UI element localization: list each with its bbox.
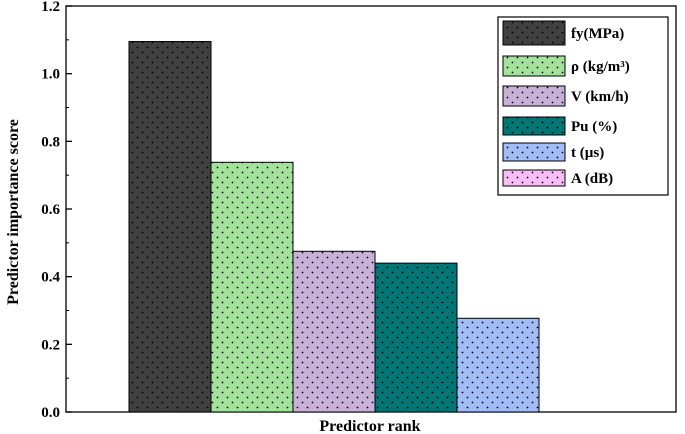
bar-3 — [292, 250, 376, 413]
y-tick-label: 0.0 — [41, 405, 60, 421]
legend-label-6: A (dB) — [571, 171, 613, 187]
legend-label-1: fy(MPa) — [571, 26, 624, 42]
bar-1 — [128, 41, 212, 413]
y-tick-label: 1.0 — [41, 67, 60, 83]
legend: fy(MPa) ρ (kg/m³) V (km/h) Pu (%) t (µs) A (d… — [497, 16, 669, 196]
y-axis-title: Predictor importance score — [5, 119, 22, 305]
legend-swatch-6 — [502, 169, 566, 187]
y-tick-label: 0.6 — [41, 202, 60, 218]
legend-label-5: t (µs) — [571, 145, 604, 161]
legend-label-4: Pu (%) — [571, 119, 617, 135]
y-tick-label: 0.4 — [41, 270, 60, 286]
legend-swatch-3 — [502, 85, 566, 107]
legend-label-3: V (km/h) — [571, 89, 629, 105]
bar-2 — [210, 161, 294, 413]
legend-swatch-2 — [502, 55, 566, 77]
axes-group: 0.0 0.2 0.4 0.6 0.8 1.0 1.2 — [41, 0, 72, 421]
legend-swatch-1 — [502, 20, 566, 46]
bar-5 — [456, 317, 540, 413]
y-tick-label: 0.8 — [41, 134, 60, 150]
y-tick-label: 0.2 — [41, 337, 60, 353]
x-axis-title: Predictor rank — [319, 418, 420, 434]
bar-4 — [374, 262, 458, 413]
y-tick-label: 1.2 — [41, 0, 60, 15]
legend-label-2: ρ (kg/m³) — [571, 59, 630, 75]
bars-group — [128, 41, 540, 413]
legend-swatch-4 — [502, 116, 566, 136]
legend-swatch-5 — [502, 142, 566, 162]
